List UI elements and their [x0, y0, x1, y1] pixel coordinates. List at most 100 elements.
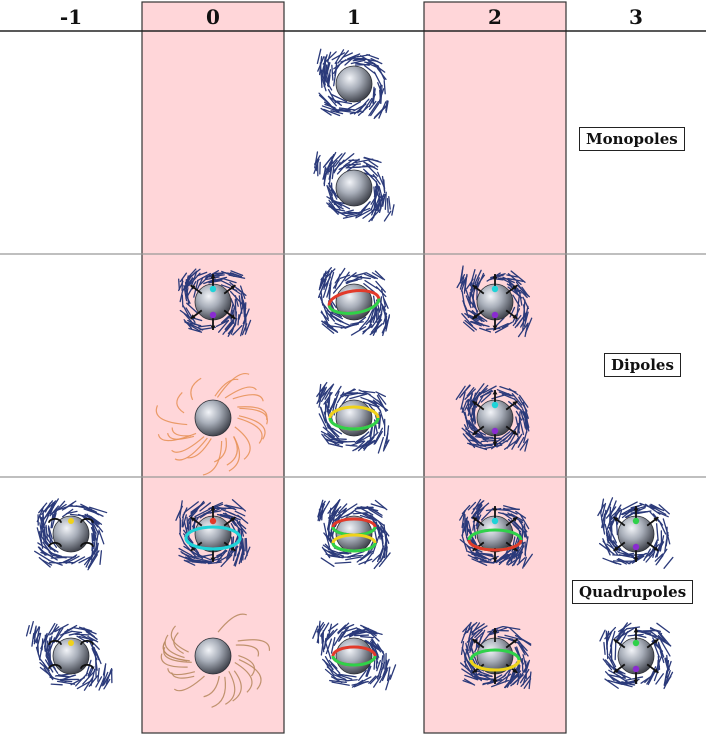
field-needle	[317, 49, 320, 63]
field-needle	[604, 643, 605, 655]
field-needle	[316, 160, 317, 170]
field-needle	[384, 81, 385, 94]
field-needle	[321, 558, 334, 566]
field-needle	[518, 424, 519, 437]
glyph-field-with-arrows-green	[600, 623, 673, 689]
pole-marker-top	[68, 518, 74, 524]
field-needle	[522, 659, 523, 672]
field-needle	[332, 65, 333, 80]
sphere	[336, 638, 372, 674]
glyph-field-with-curls	[35, 499, 107, 570]
field-needle	[613, 555, 629, 556]
field-needle	[351, 58, 364, 59]
field-needle	[384, 211, 390, 221]
sphere	[336, 400, 372, 436]
pole-marker-bottom	[492, 312, 498, 318]
field-needle	[380, 297, 381, 310]
field-needle	[378, 66, 384, 80]
glyph-single-ring-tilted	[313, 621, 396, 690]
field-needle	[100, 551, 101, 565]
pole-marker-bottom	[633, 544, 639, 550]
field-needle	[658, 549, 667, 562]
field-needle	[355, 635, 369, 636]
pole-marker-top	[210, 518, 216, 524]
field-needle	[182, 295, 183, 307]
field-needle	[333, 110, 349, 111]
field-needle	[61, 681, 72, 682]
sphere	[195, 638, 231, 674]
field-needle	[70, 506, 84, 507]
field-needle	[376, 656, 377, 668]
field-needle	[378, 438, 383, 453]
field-needle	[384, 180, 385, 193]
field-needle	[627, 555, 642, 556]
field-needle	[600, 630, 605, 641]
glyph-ring-green	[317, 383, 389, 453]
field-needle	[346, 680, 357, 681]
field-needle	[335, 63, 337, 76]
pole-marker-top	[68, 640, 74, 646]
glyph-field-with-arrows-green	[598, 498, 673, 568]
row-label-quadrupoles: Quadrupoles	[572, 580, 693, 604]
glyph-field-only-tilted	[314, 152, 394, 222]
field-needle	[98, 668, 99, 681]
sphere	[195, 400, 231, 436]
field-needle	[187, 517, 188, 528]
field-needle	[363, 326, 373, 332]
field-needle	[50, 563, 61, 564]
field-needle	[656, 674, 663, 684]
glyph-ring-red-green	[319, 268, 390, 336]
field-needle	[361, 637, 374, 638]
field-needle	[614, 561, 627, 562]
field-needle	[369, 209, 381, 222]
field-needle	[329, 393, 330, 407]
field-needle	[664, 557, 673, 568]
column-header-1: 1	[284, 4, 424, 30]
field-needle	[27, 626, 30, 636]
field-needle	[322, 633, 323, 643]
highlight-column-0	[142, 2, 284, 733]
row-label-monopoles: Monopoles	[579, 127, 685, 151]
column-header-3: 3	[566, 4, 706, 30]
pole-marker-top	[633, 640, 639, 646]
pole-marker-top	[633, 518, 639, 524]
glyph-field-with-curls-tilted	[27, 622, 113, 691]
field-needle	[30, 622, 33, 634]
field-needle	[367, 507, 382, 516]
field-needle	[392, 205, 394, 215]
field-needle	[479, 437, 493, 438]
field-needle	[75, 634, 89, 635]
field-needle	[606, 631, 607, 649]
field-needle	[242, 297, 243, 308]
pole-marker-bottom	[633, 666, 639, 672]
field-needle	[326, 643, 331, 659]
column-header-minus-1: -1	[0, 4, 142, 30]
pole-marker-bottom	[492, 428, 498, 434]
field-needle	[527, 416, 528, 433]
sphere	[336, 284, 372, 320]
pole-marker-top	[492, 402, 498, 408]
column-header-0: 0	[142, 4, 284, 30]
pole-marker-top	[492, 286, 498, 292]
highlight-column-2	[424, 2, 566, 733]
field-needle	[51, 684, 62, 685]
pole-marker-top	[492, 518, 498, 524]
field-needle	[338, 553, 348, 554]
field-needle	[332, 183, 333, 195]
field-needle	[324, 638, 325, 648]
field-needle	[381, 412, 385, 425]
field-needle	[657, 524, 658, 541]
field-needle	[71, 631, 81, 632]
field-needle	[387, 199, 388, 213]
sphere	[336, 66, 372, 102]
pole-marker-top	[210, 286, 216, 292]
field-needle	[390, 665, 395, 679]
field-needle	[615, 643, 616, 659]
field-needle	[346, 445, 357, 446]
column-header-2: 2	[424, 4, 566, 30]
sphere	[336, 170, 372, 206]
glyph-double-ring	[318, 500, 390, 569]
glyph-field-only	[317, 49, 388, 118]
